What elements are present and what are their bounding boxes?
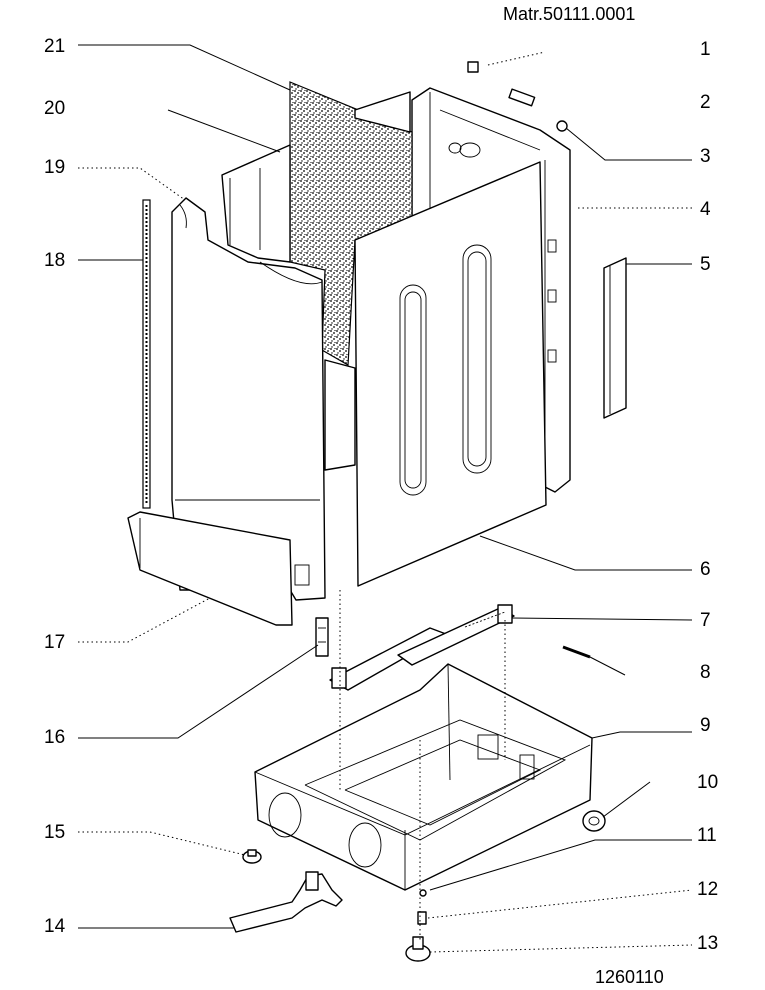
base-frame-part xyxy=(254,663,593,891)
callout-13: 13 xyxy=(697,933,718,954)
callout-11: 11 xyxy=(697,825,717,846)
callout-numbers: 1 2 3 4 5 6 7 8 9 10 11 12 13 14 15 16 1… xyxy=(44,36,718,954)
spring-part-12 xyxy=(417,911,427,925)
callout-3: 3 xyxy=(700,146,711,167)
foot-part-13 xyxy=(405,936,431,962)
callout-7: 7 xyxy=(700,610,711,631)
callout-4: 4 xyxy=(700,199,711,220)
gasket-strip-part xyxy=(142,199,151,509)
drawing-code: 1260110 xyxy=(595,967,664,987)
left-side-panel-part xyxy=(171,197,356,601)
small-bracket-part xyxy=(315,617,329,657)
screw-part-3 xyxy=(556,120,568,132)
callout-20: 20 xyxy=(44,98,65,119)
leader-lines xyxy=(78,44,693,953)
caster-wheel-part xyxy=(582,810,606,832)
cross-rail-part xyxy=(329,604,515,691)
callout-5: 5 xyxy=(700,254,711,275)
callout-1: 1 xyxy=(700,39,711,60)
inner-panel-part xyxy=(221,91,411,263)
callout-2: 2 xyxy=(700,92,711,113)
kick-panel-part xyxy=(127,511,293,626)
cabinet-drawing xyxy=(127,61,627,962)
callout-8: 8 xyxy=(700,662,711,683)
washer-part-11 xyxy=(419,889,427,897)
clip-part-1 xyxy=(467,61,479,73)
lever-part xyxy=(229,871,343,933)
callout-17: 17 xyxy=(44,632,65,653)
callout-14: 14 xyxy=(44,916,66,937)
callout-12: 12 xyxy=(697,879,718,900)
assembly-guide-lines xyxy=(339,590,506,940)
callout-18: 18 xyxy=(44,250,65,271)
callout-19: 19 xyxy=(44,157,65,178)
pin-part xyxy=(562,645,591,659)
small-hardware xyxy=(405,889,431,962)
cap-part xyxy=(242,849,262,864)
callout-21: 21 xyxy=(44,36,65,57)
callout-9: 9 xyxy=(700,715,711,736)
insulation-panel-part xyxy=(289,81,413,367)
cam-part-2 xyxy=(508,88,536,107)
callout-10: 10 xyxy=(697,772,718,793)
top-fasteners xyxy=(467,61,568,132)
material-code: Matr.50111.0001 xyxy=(503,4,635,24)
callout-15: 15 xyxy=(44,822,65,843)
right-side-panel-part xyxy=(354,161,547,587)
side-bracket-part xyxy=(603,257,627,419)
callout-6: 6 xyxy=(700,559,711,580)
callout-16: 16 xyxy=(44,727,65,748)
